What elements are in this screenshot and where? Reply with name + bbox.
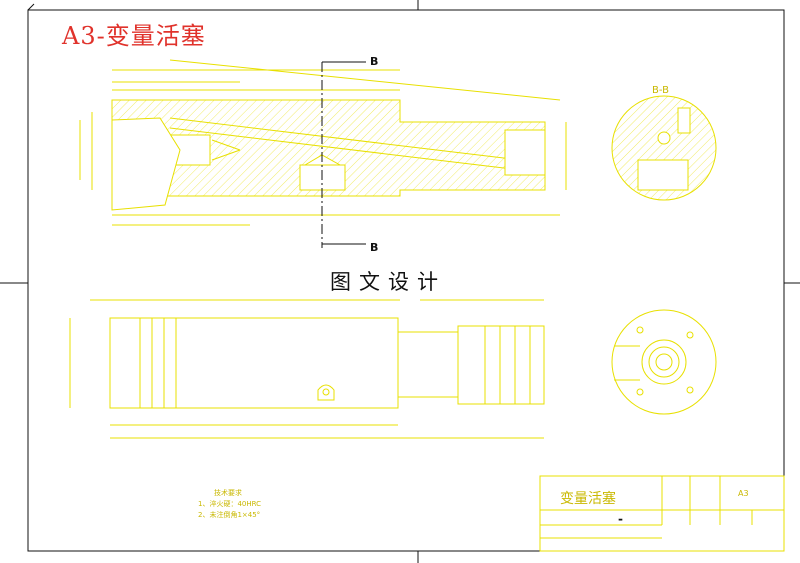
technical-notes: 技术要求 1、淬火硬：40HRC 2、未注倒角1×45° (198, 488, 261, 521)
notes-title: 技术要求 (214, 489, 242, 497)
notes-line-2: 2、未注倒角1×45° (198, 511, 261, 519)
sheet-size: A3 (738, 489, 749, 498)
section-view-label: B-B (652, 85, 669, 96)
drawing-title: A3-变量活塞 (62, 22, 206, 50)
title-block (539, 475, 785, 552)
section-cut-line (321, 61, 366, 248)
section-b-b-view (611, 95, 717, 201)
center-caption: 图文设计 (330, 270, 446, 294)
notes-line-1: 1、淬火硬：40HRC (198, 500, 262, 508)
end-view (611, 309, 717, 415)
title-block-mark: - (618, 512, 623, 526)
front-section-view (79, 59, 567, 226)
section-label-top: B (370, 55, 379, 68)
outside-view (69, 299, 545, 439)
section-label-bottom: B (370, 241, 379, 254)
part-name: 变量活塞 (560, 491, 616, 507)
